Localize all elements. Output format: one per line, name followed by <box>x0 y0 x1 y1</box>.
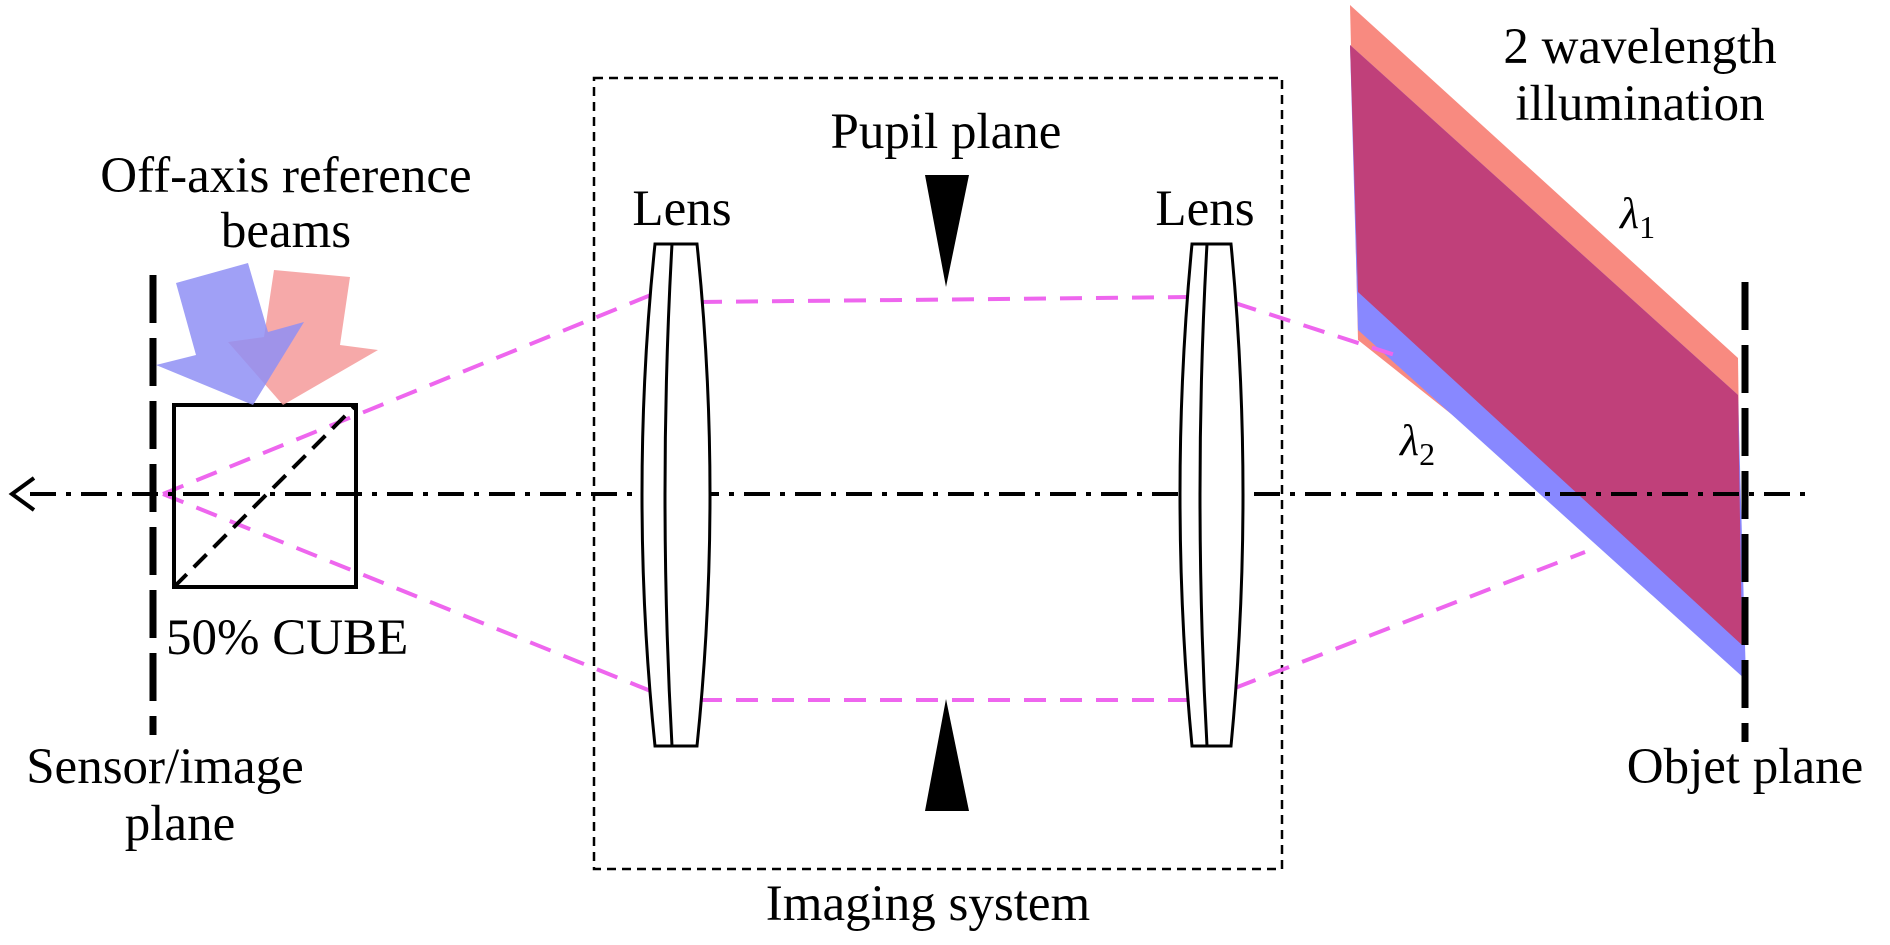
ray-upper-segment-1 <box>162 286 669 496</box>
sensor-plane-label-line1: Sensor/image <box>26 739 304 795</box>
illumination-beam <box>1350 5 1746 680</box>
lens-right-outer <box>1178 242 1245 748</box>
illumination-label-line2: illumination <box>1515 76 1764 132</box>
ray-paths <box>162 286 1586 702</box>
lens-right-label: Lens <box>1155 181 1254 237</box>
illumination-label-line1: 2 wavelength <box>1503 19 1776 75</box>
sensor-plane-label-line2: plane <box>125 796 235 852</box>
lens-left-label: Lens <box>632 181 731 237</box>
pupil-plane-label: Pupil plane <box>831 104 1062 160</box>
lens-left-outer <box>640 242 712 748</box>
illumination-overlap-band <box>1350 45 1742 645</box>
lens-left <box>640 242 712 748</box>
lens-left-inner <box>663 243 674 747</box>
lens-right <box>1178 242 1245 748</box>
pupil-stop-top-triangle-icon <box>925 175 969 287</box>
off-axis-label-line2: beams <box>221 203 351 259</box>
lambda2-subscript: 2 <box>1419 436 1435 472</box>
reference-beams <box>156 263 378 405</box>
blue-reference-beam-icon <box>156 263 304 405</box>
imaging-system-box <box>592 76 1284 871</box>
imaging-system-label: Imaging system <box>766 876 1090 932</box>
lambda1-symbol: λ <box>1618 189 1639 238</box>
ray-lower-segment-1 <box>162 492 669 700</box>
ray-upper-segment-3 <box>1234 301 1396 357</box>
off-axis-label-line1: Off-axis reference <box>100 148 471 204</box>
beam-splitter-diagonal <box>172 403 358 589</box>
ray-lower-segment-3 <box>1234 550 1586 690</box>
object-plane-label: Objet plane <box>1627 739 1864 795</box>
lambda1-label: λ1 <box>1618 189 1655 245</box>
left-arrow-icon <box>8 476 36 512</box>
lens-right-inner <box>1198 243 1209 747</box>
lambda1-subscript: 1 <box>1639 209 1655 245</box>
lambda2-label: λ2 <box>1398 416 1435 472</box>
cube-label: 50% CUBE <box>166 610 408 666</box>
beam-splitter-cube <box>172 403 358 589</box>
ray-upper-segment-2 <box>699 295 1197 304</box>
lambda2-symbol: λ <box>1398 416 1419 465</box>
pupil-stop-bottom-triangle-icon <box>925 699 969 811</box>
